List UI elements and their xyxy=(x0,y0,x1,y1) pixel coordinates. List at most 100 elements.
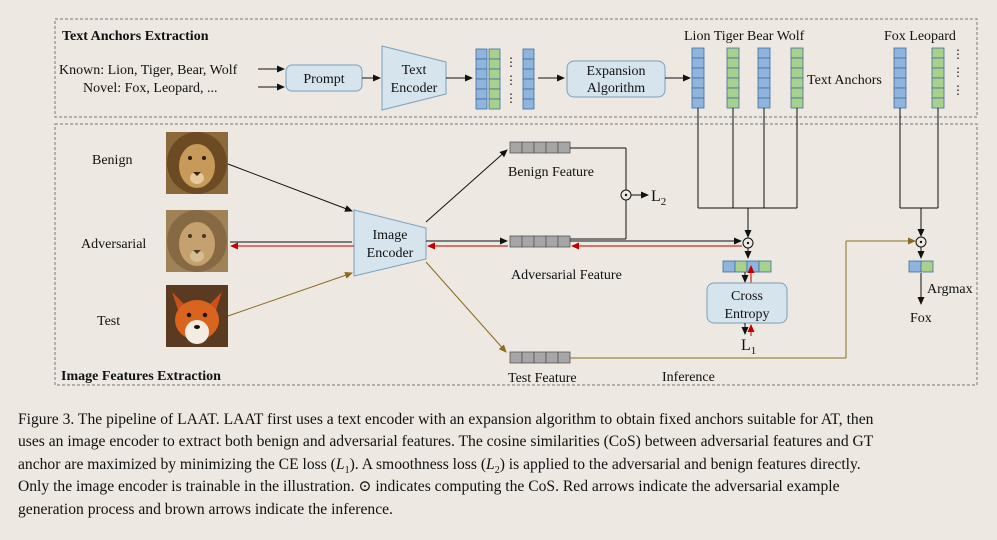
text-feature-cell xyxy=(488,68,501,80)
lion-anchor-cell xyxy=(691,97,705,109)
known-class-names: Lion Tiger Bear Wolf xyxy=(684,29,805,44)
benign-to-encoder-arrow xyxy=(227,163,353,212)
ce-logits-vector xyxy=(722,260,772,273)
text-encoder-label-line2: Encoder xyxy=(391,81,438,96)
text-anchors-label: Text Anchors xyxy=(807,73,882,88)
novel-class-names: Fox Leopard xyxy=(884,29,956,44)
test-feature-label: Test Feature xyxy=(508,371,577,386)
anchors-ellipsis-3: ⋮ xyxy=(952,83,964,97)
l1-label: L1 xyxy=(741,337,756,357)
text-feature-cell xyxy=(488,98,501,110)
bear-anchor-cell xyxy=(757,67,771,79)
leopard-anchor-cell xyxy=(931,97,945,109)
text-encoder-label-line1: Text xyxy=(402,63,427,78)
text-feature-cell xyxy=(522,88,535,100)
expansion-label-line2: Algorithm xyxy=(587,81,645,96)
image-feature-vectors xyxy=(509,141,571,364)
ce-logit-cell xyxy=(734,260,748,273)
text-feature-cell xyxy=(475,48,488,60)
text-feature-cell xyxy=(522,68,535,80)
adversarial-feature-cell xyxy=(557,235,571,248)
tiger-anchor-cell xyxy=(726,57,740,69)
inference-logit-cell xyxy=(908,260,922,273)
text-feature-vectors xyxy=(475,48,535,110)
benign-feature-cell xyxy=(509,141,523,154)
lion-anchor-cell xyxy=(691,87,705,99)
lion-anchor-cell xyxy=(691,67,705,79)
encoder-to-test-arrow xyxy=(425,261,507,353)
image-features-title: Image Features Extraction xyxy=(61,369,221,384)
benign-feature-cell xyxy=(545,141,559,154)
text-feature-cell xyxy=(475,98,488,110)
encoder-to-benign-arrow xyxy=(425,149,508,223)
inference-logit-cell xyxy=(920,260,934,273)
ce-cos-dot xyxy=(746,241,750,245)
caption-line-2: uses an image encoder to extract both be… xyxy=(18,433,874,451)
fox-anchor-cell xyxy=(893,87,907,99)
figure-caption: Figure 3. The pipeline of LAAT. LAAT fir… xyxy=(18,409,997,521)
test-feature-cell xyxy=(521,351,535,364)
wolf-anchor-cell xyxy=(790,67,804,79)
test-feature-cell xyxy=(545,351,559,364)
features-ellipsis-3: ⋮ xyxy=(505,91,517,105)
text-feature-cell xyxy=(522,78,535,90)
text-feature-cell xyxy=(522,58,535,70)
tiger-anchor-cell xyxy=(726,97,740,109)
caption-line-3: anchor are maximized by minimizing the C… xyxy=(18,455,861,476)
lion-anchor-cell xyxy=(691,77,705,89)
tiger-anchor-cell xyxy=(726,87,740,99)
image-features-section xyxy=(54,123,978,386)
inference-cos-dot xyxy=(919,240,923,244)
text-feature-cell xyxy=(522,48,535,60)
text-feature-cell xyxy=(488,88,501,100)
adversarial-lion-image xyxy=(166,210,228,272)
caption-line-5: generation process and brown arrows indi… xyxy=(18,500,393,518)
text-feature-cell xyxy=(475,68,488,80)
wolf-anchor-cell xyxy=(790,47,804,59)
benign-feature-label: Benign Feature xyxy=(508,165,594,180)
fox-anchor-cell xyxy=(893,97,907,109)
tiger-anchor-cell xyxy=(726,77,740,89)
caption-line-1: Figure 3. The pipeline of LAAT. LAAT fir… xyxy=(18,411,874,428)
adversarial-feature-cell xyxy=(521,235,535,248)
text-anchors-section xyxy=(54,18,978,118)
leopard-anchor-cell xyxy=(931,87,945,99)
test-fox-image xyxy=(166,285,228,347)
adversarial-feature-label: Adversarial Feature xyxy=(511,268,622,283)
bear-anchor-cell xyxy=(757,77,771,89)
image-encoder-label-line1: Image xyxy=(373,228,408,243)
fox-anchor-cell xyxy=(893,57,907,69)
adversarial-feature-cell xyxy=(533,235,547,248)
tiger-anchor-cell xyxy=(726,67,740,79)
leopard-anchor-cell xyxy=(931,57,945,69)
benign-feature-cell xyxy=(533,141,547,154)
fox-prediction-label: Fox xyxy=(910,311,932,326)
benign-label: Benign xyxy=(92,153,132,168)
wolf-anchor-cell xyxy=(790,97,804,109)
caption-line-4: Only the image encoder is trainable in t… xyxy=(18,478,840,496)
lion-anchor-cell xyxy=(691,47,705,59)
ce-logit-cell xyxy=(722,260,736,273)
text-feature-cell xyxy=(475,58,488,70)
text-feature-cell xyxy=(488,58,501,70)
test-feature-cell xyxy=(557,351,571,364)
image-encoder-shape xyxy=(353,209,427,277)
benign-feature-cell xyxy=(557,141,571,154)
text-feature-cell xyxy=(488,78,501,90)
tiger-anchor-cell xyxy=(726,47,740,59)
bear-anchor-cell xyxy=(757,87,771,99)
inference-logits-vector xyxy=(908,260,934,273)
l2-label: L2 xyxy=(651,188,666,208)
ce-logit-cell xyxy=(746,260,760,273)
features-ellipsis: ⋮ xyxy=(505,55,517,69)
adversarial-feature-cell xyxy=(509,235,523,248)
test-feature-cell xyxy=(509,351,523,364)
fox-anchor-cell xyxy=(893,67,907,79)
prompt-label: Prompt xyxy=(303,72,344,87)
text-feature-cell xyxy=(522,98,535,110)
image-encoder-label-line2: Encoder xyxy=(367,246,414,261)
leopard-anchor-cell xyxy=(931,47,945,59)
test-feature-cell xyxy=(533,351,547,364)
wolf-anchor-cell xyxy=(790,87,804,99)
argmax-label: Argmax xyxy=(927,282,973,297)
